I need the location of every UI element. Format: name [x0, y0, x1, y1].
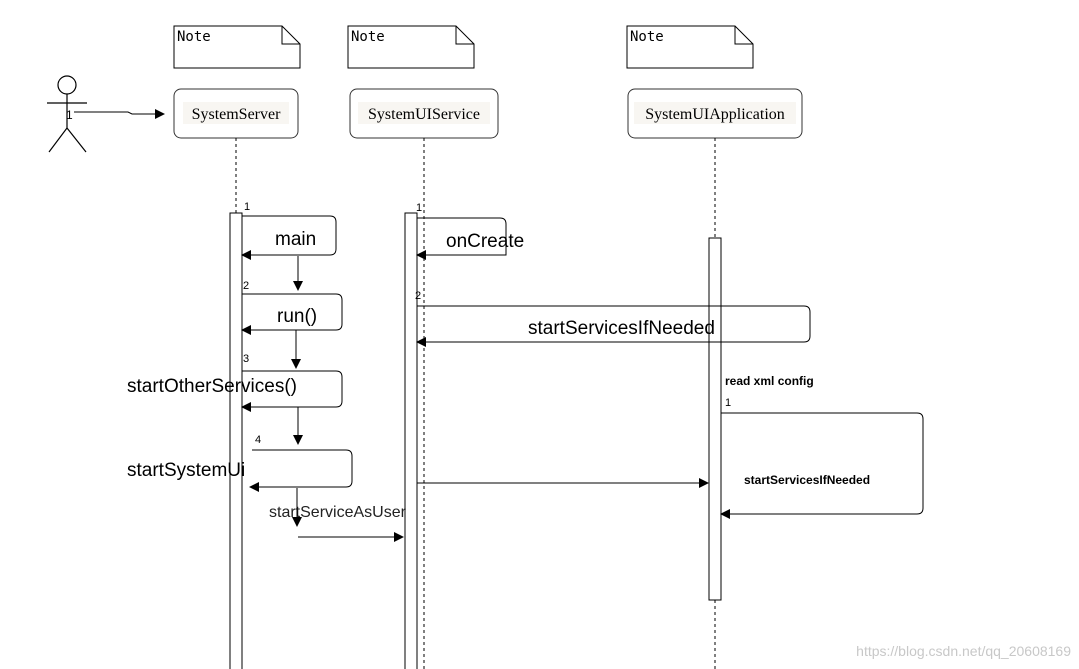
note-2-label: Note [351, 29, 385, 45]
actor-to-systemserver-arrow [74, 109, 165, 119]
startservicesifneeded-2-label: startServicesIfNeeded [744, 473, 870, 487]
startsystemui-message-label: startSystemUi [127, 460, 245, 481]
note-3: Note [626, 25, 754, 69]
startservicesifneeded-1-label: startServicesIfNeeded [528, 318, 715, 339]
startsystemui-message-arrow [249, 449, 353, 492]
startotherservices-message-arrow [241, 370, 343, 412]
actor-step-number: 1 [66, 108, 73, 122]
server-step-3: 3 [243, 353, 249, 365]
lifeline-systemuiapplication-label: SystemUIApplication [645, 106, 785, 123]
actor-icon [47, 75, 87, 153]
startservicesifneeded-2-arrow [720, 412, 924, 519]
lifeline-systemuiservice[interactable]: SystemUIService [349, 88, 499, 139]
main-message-label: main [275, 229, 316, 250]
systemuiservice-activation [404, 212, 418, 669]
note-1-label: Note [177, 29, 211, 45]
startotherservices-message-label: startOtherServices() [127, 376, 297, 397]
note-1: Note [173, 25, 301, 69]
oncreate-message-label: onCreate [446, 231, 524, 252]
service-step-2: 2 [415, 290, 421, 302]
run-message-arrow [241, 293, 343, 335]
app-step-1: 1 [725, 397, 731, 409]
note-2: Note [347, 25, 475, 69]
systemuiapplication-activation [708, 237, 722, 601]
run-message-label: run() [277, 306, 317, 327]
note-3-label: Note [630, 29, 664, 45]
systemserver-activation [229, 212, 243, 669]
lifeline-systemuiservice-label: SystemUIService [368, 106, 480, 123]
server-step-2: 2 [243, 280, 249, 292]
read-xml-config-label: read xml config [725, 374, 814, 388]
lifeline-systemserver[interactable]: SystemServer [173, 88, 299, 139]
oncreate-message-arrow [416, 217, 507, 260]
service-step-1: 1 [416, 202, 422, 214]
lifeline-systemuiapplication[interactable]: SystemUIApplication [627, 88, 803, 139]
startserviceasuser-label: startServiceAsUser [269, 504, 407, 521]
lifeline-systemserver-label: SystemServer [192, 106, 282, 123]
main-message-arrow [241, 215, 337, 260]
server-step-4: 4 [255, 434, 261, 446]
server-step-1: 1 [244, 201, 250, 213]
watermark-text: https://blog.csdn.net/qq_20608169 [856, 643, 1071, 659]
startservicesifneeded-1-arrow [416, 305, 811, 347]
